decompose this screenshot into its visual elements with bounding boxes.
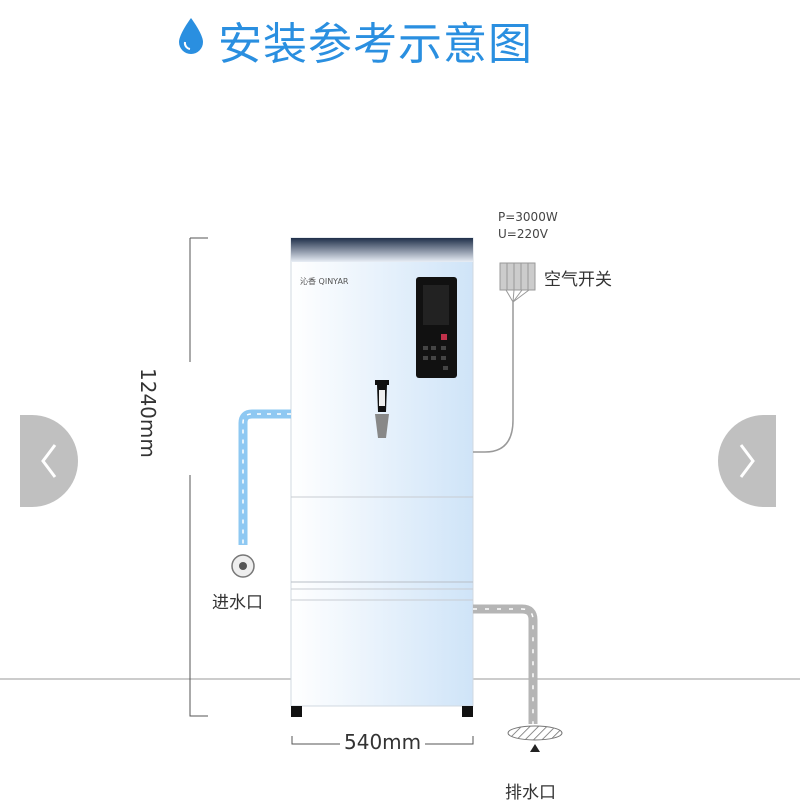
chevron-right-icon: [739, 444, 755, 478]
width-dimension: 540mm: [344, 730, 422, 754]
height-dimension: 1240mm: [136, 368, 160, 458]
voltage-spec: U=220V: [498, 227, 548, 241]
brand-logo: 沁香 QINYAR: [300, 277, 349, 286]
drain-label: 排水口: [505, 783, 556, 803]
inlet-label: 进水口: [212, 593, 263, 613]
water-boiler: [290, 237, 474, 717]
power-cable: [473, 302, 514, 453]
page-title: 安装参考示意图: [218, 19, 533, 70]
air-switch-icon: [499, 262, 536, 303]
faucet-icon: [375, 380, 389, 438]
drain-pipe: [473, 604, 538, 724]
drain-hole-icon: [507, 725, 563, 741]
power-spec: P=3000W: [498, 210, 558, 224]
inlet-pipe: [238, 409, 291, 545]
height-dimension-line: [189, 237, 208, 717]
water-drop-icon: [179, 18, 203, 54]
width-dimension-line: [291, 736, 474, 745]
chevron-left-icon: [41, 444, 57, 478]
air-switch-label: 空气开关: [544, 270, 612, 290]
arrow-up-icon: [530, 744, 540, 752]
